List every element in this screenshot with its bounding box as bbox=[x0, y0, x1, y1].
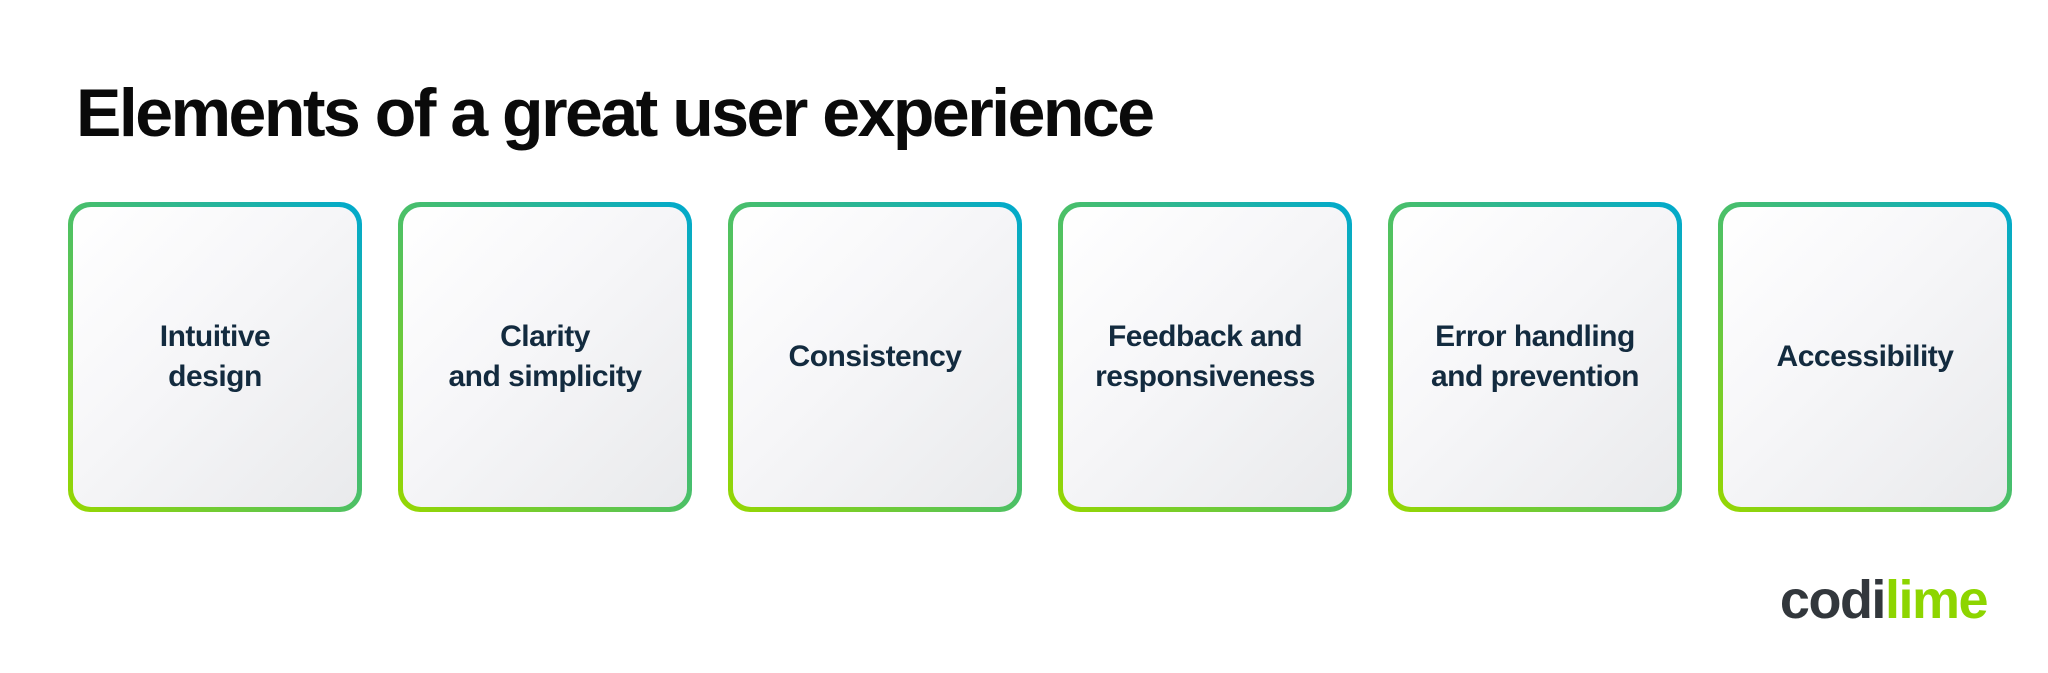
card-label-intuitive-design: Intuitive design bbox=[159, 320, 271, 393]
card-inner: Clarity and simplicity bbox=[403, 207, 687, 507]
card-label-error-handling-and-prevention: Error handling and prevention bbox=[1430, 320, 1640, 393]
card-accessibility: Accessibility bbox=[1718, 202, 2012, 512]
card-inner: Accessibility bbox=[1723, 207, 2007, 507]
card-inner: Consistency bbox=[733, 207, 1017, 507]
logo-text-lime: lime bbox=[1884, 570, 1989, 630]
card-error-handling-and-prevention: Error handling and prevention bbox=[1388, 202, 1682, 512]
logo-text-codi: codi bbox=[1779, 570, 1887, 630]
card-inner: Error handling and prevention bbox=[1393, 207, 1677, 507]
card-consistency: Consistency bbox=[728, 202, 1022, 512]
card-inner: Feedback and responsiveness bbox=[1063, 207, 1347, 507]
card-label-consistency: Consistency bbox=[788, 340, 962, 373]
card-label-feedback-and-responsiveness: Feedback and responsiveness bbox=[1095, 320, 1315, 393]
codilime-logo: codilime bbox=[1779, 570, 1989, 630]
card-intuitive-design: Intuitive design bbox=[68, 202, 362, 512]
cards-row: Intuitive design Clarity and simplicity … bbox=[68, 202, 2012, 512]
page-title: Elements of a great user experience bbox=[76, 75, 1155, 151]
card-label-clarity-and-simplicity: Clarity and simplicity bbox=[448, 320, 642, 393]
card-clarity-and-simplicity: Clarity and simplicity bbox=[398, 202, 692, 512]
card-inner: Intuitive design bbox=[73, 207, 357, 507]
card-feedback-and-responsiveness: Feedback and responsiveness bbox=[1058, 202, 1352, 512]
card-label-accessibility: Accessibility bbox=[1776, 340, 1954, 373]
